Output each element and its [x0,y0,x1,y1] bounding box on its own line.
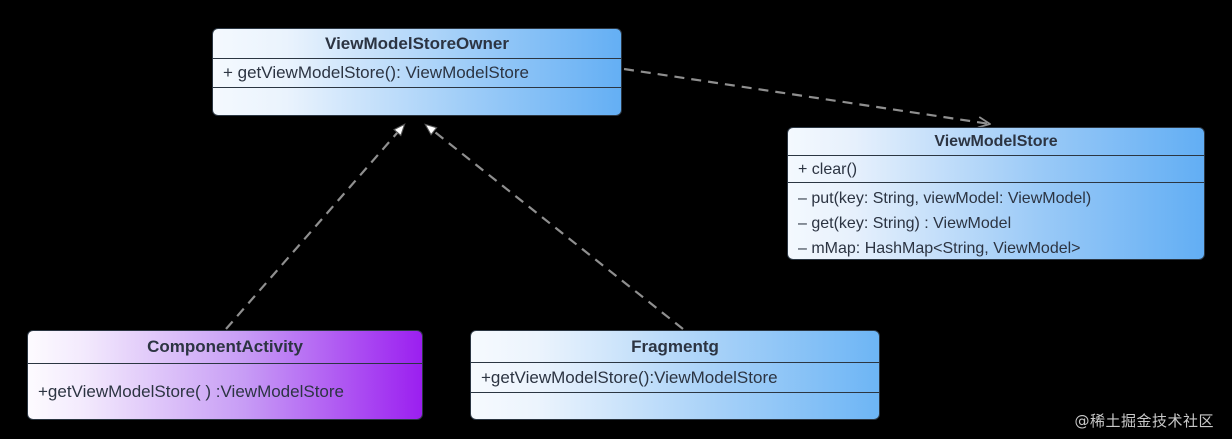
class-box-viewmodelstoreowner[interactable]: ViewModelStoreOwner + getViewModelStore(… [212,28,622,116]
watermark-label: @稀土掘金技术社区 [1074,412,1214,430]
member-item: – get(key: String) : ViewModel [798,215,1012,232]
class-title-componentactivity: ComponentActivity [28,331,422,363]
class-members-viewmodelstoreowner: + getViewModelStore(): ViewModelStore [213,58,621,87]
member-item: + clear() [798,160,858,178]
edge-component-to-owner [225,123,406,330]
class-empty-compartment-fragmentg [471,392,879,419]
class-title-viewmodelstoreowner: ViewModelStoreOwner [213,29,621,58]
class-box-fragmentg[interactable]: Fragmentg +getViewModelStore():ViewModel… [470,330,880,420]
class-title-fragmentg: Fragmentg [471,331,879,362]
class-members-fragmentg: +getViewModelStore():ViewModelStore [471,362,879,392]
member-list: – put(key: String, viewModel: ViewModel)… [788,183,1204,259]
class-name-label: ViewModelStoreOwner [325,33,509,53]
class-name-label: Fragmentg [631,336,719,356]
class-private-members-viewmodelstore: – put(key: String, viewModel: ViewModel)… [788,182,1204,259]
member-item: + getViewModelStore(): ViewModelStore [223,63,529,82]
member-item: +getViewModelStore():ViewModelStore [481,367,778,387]
class-title-viewmodelstore: ViewModelStore [788,128,1204,155]
edge-owner-to-store [623,67,991,129]
class-name-label: ViewModelStore [934,132,1058,150]
class-public-members-viewmodelstore: + clear() [788,155,1204,182]
class-box-componentactivity[interactable]: ComponentActivity +getViewModelStore( ) … [27,330,423,420]
member-item: – put(key: String, viewModel: ViewModel) [798,190,1092,207]
edge-fragment-to-owner [424,123,684,330]
member-item: +getViewModelStore( ) :ViewModelStore [38,381,344,401]
class-empty-compartment-viewmodelstoreowner [213,87,621,114]
class-members-componentactivity: +getViewModelStore( ) :ViewModelStore [28,363,422,419]
class-box-viewmodelstore[interactable]: ViewModelStore + clear() – put(key: Stri… [787,127,1205,260]
class-name-label: ComponentActivity [147,337,303,356]
member-item: – mMap: HashMap<String, ViewModel> [798,240,1081,257]
